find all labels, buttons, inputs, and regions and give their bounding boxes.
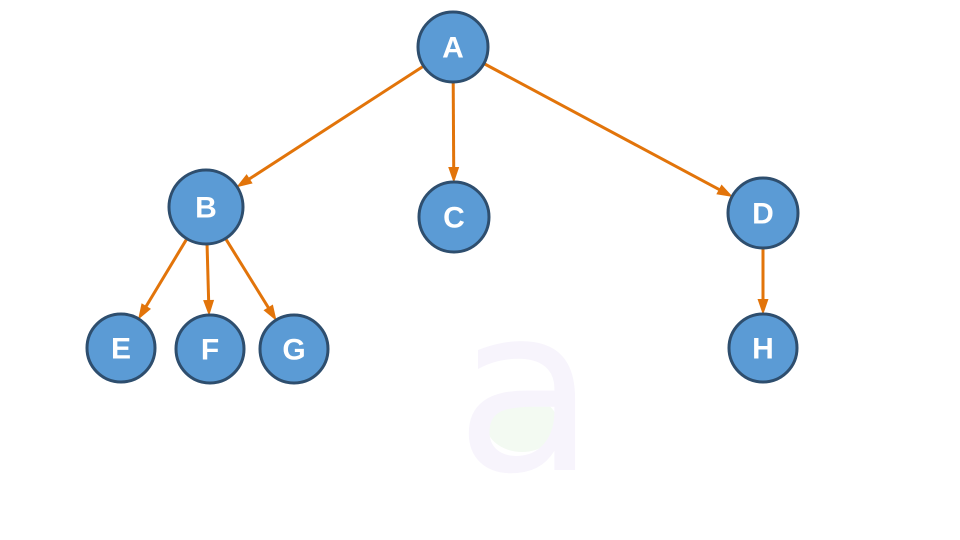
- node-shape[interactable]: [167, 168, 245, 246]
- tree-node-f[interactable]: F: [174, 313, 246, 385]
- watermark-inner-dot: [486, 396, 558, 452]
- tree-edge-b-e: [138, 238, 188, 320]
- node-label: F: [201, 334, 219, 367]
- node-label: E: [111, 333, 131, 366]
- edge-line: [451, 82, 456, 171]
- tree-edge-a-d: [484, 62, 734, 197]
- edge-line: [224, 238, 272, 311]
- edges-layer: [138, 62, 769, 321]
- tree-node-b[interactable]: B: [167, 168, 245, 246]
- arrowhead-icon: [448, 166, 460, 184]
- arrowhead-icon: [757, 299, 769, 315]
- edge-line: [484, 62, 723, 193]
- node-shape[interactable]: [258, 313, 330, 385]
- node-shape[interactable]: [417, 180, 491, 254]
- node-label: G: [282, 334, 305, 367]
- nodes-layer: A B C D E F G H: [85, 10, 800, 385]
- edge-line: [143, 238, 188, 310]
- arrowhead-icon: [716, 184, 734, 197]
- edge-line: [246, 65, 424, 182]
- node-label: D: [752, 198, 774, 231]
- node-shape[interactable]: [85, 312, 157, 384]
- node-label: B: [195, 192, 217, 225]
- tree-node-e[interactable]: E: [85, 312, 157, 384]
- node-label: C: [443, 202, 465, 235]
- tree-edge-d-h: [757, 249, 769, 315]
- arrowhead-icon: [138, 303, 152, 320]
- node-shape[interactable]: [727, 312, 799, 384]
- tree-edge-a-b: [236, 65, 424, 188]
- tree-node-g[interactable]: G: [258, 313, 330, 385]
- arrowhead-icon: [203, 299, 215, 317]
- tree-node-a[interactable]: A: [416, 10, 490, 84]
- watermark-layer: a: [455, 258, 596, 525]
- tree-node-h[interactable]: H: [727, 312, 799, 384]
- node-label: H: [752, 333, 774, 366]
- tree-edge-b-g: [224, 238, 277, 321]
- tree-edge-b-f: [203, 244, 215, 317]
- tree-node-c[interactable]: C: [417, 180, 491, 254]
- tree-node-d[interactable]: D: [726, 176, 800, 250]
- arrowhead-icon: [263, 304, 277, 321]
- node-shape[interactable]: [174, 313, 246, 385]
- watermark-letter-a: a: [455, 258, 596, 525]
- node-shape[interactable]: [416, 10, 490, 84]
- edge-line: [205, 244, 211, 304]
- node-label: A: [442, 32, 464, 65]
- tree-edge-a-c: [448, 82, 460, 184]
- node-shape[interactable]: [726, 176, 800, 250]
- arrowhead-icon: [236, 174, 253, 188]
